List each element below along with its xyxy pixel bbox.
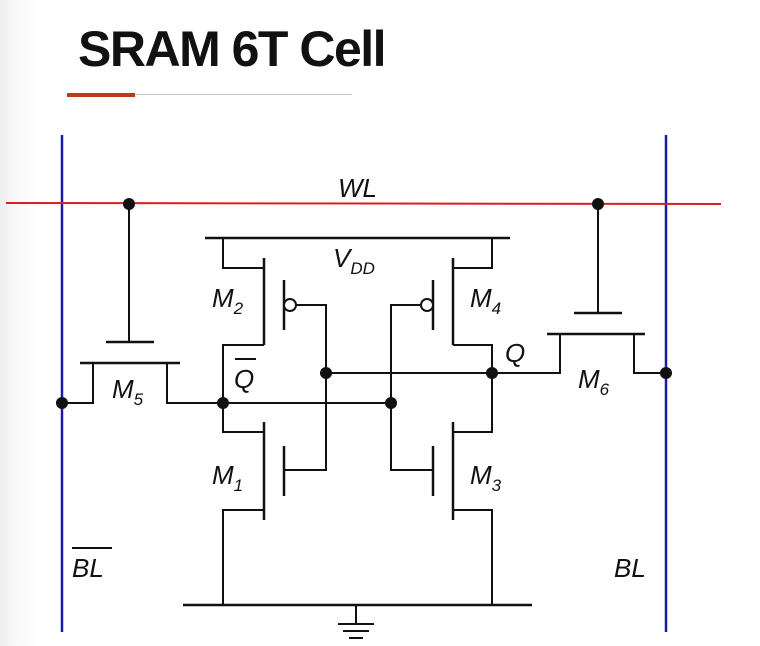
inversion-bubble-icon — [420, 298, 434, 312]
m1-label: M1 — [212, 460, 243, 495]
bl-bar-label: BL — [72, 553, 104, 583]
transistor-m5 — [62, 204, 223, 404]
m2-label: M2 — [212, 283, 244, 318]
m3-label: M3 — [470, 460, 502, 495]
m4-label: M4 — [470, 283, 501, 318]
transistor-m3 — [390, 373, 493, 605]
ground-symbol-icon — [338, 605, 374, 639]
transistor-m2 — [222, 238, 327, 403]
junction-dot — [217, 397, 229, 409]
junction-dot — [660, 367, 672, 379]
junction-dot — [56, 397, 68, 409]
m5-label: M5 — [112, 374, 144, 409]
inversion-bubble-icon — [283, 298, 297, 312]
junction-dot — [486, 367, 498, 379]
title-rule — [135, 94, 352, 95]
vdd-label: VDD — [333, 243, 375, 278]
junction-dot — [123, 198, 135, 210]
q-bar-label: Q — [234, 364, 254, 394]
transistor-m1 — [222, 373, 327, 605]
title-accent-rule — [67, 93, 135, 97]
transistor-m4 — [390, 238, 493, 403]
junction-dot — [320, 367, 332, 379]
m6-label: M6 — [578, 364, 610, 399]
word-line-label: WL — [338, 173, 377, 203]
transistor-m6 — [492, 204, 666, 374]
junction-dot — [592, 198, 604, 210]
word-line — [5, 202, 722, 205]
bl-label: BL — [614, 553, 646, 583]
page-title: SRAM 6T Cell — [78, 21, 387, 77]
q-label: Q — [505, 338, 525, 368]
junction-dot — [385, 397, 397, 409]
